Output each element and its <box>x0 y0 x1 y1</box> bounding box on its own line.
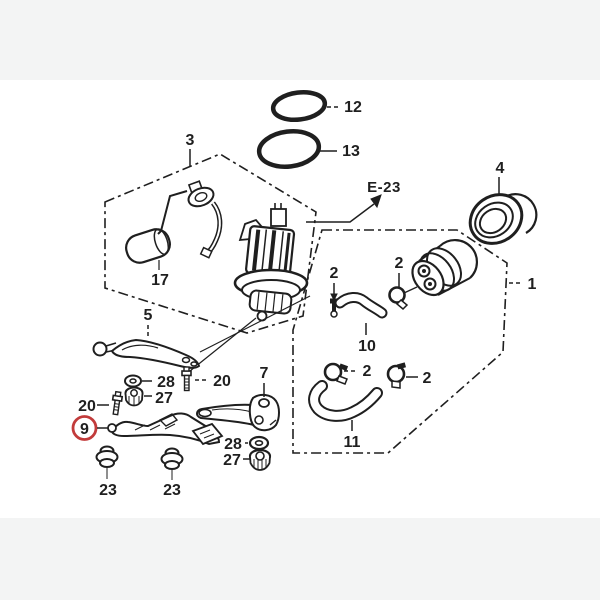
callout-20-left[interactable]: 20 <box>78 398 96 415</box>
assembly-outline-box <box>292 229 508 454</box>
callout-11[interactable]: 11 <box>344 434 361 451</box>
callout-23-right[interactable]: 23 <box>163 482 181 499</box>
callout-2-mid-right[interactable]: 2 <box>423 370 432 387</box>
bracket-9[interactable] <box>107 412 224 446</box>
diagram-canvas <box>0 80 600 518</box>
reference-e23[interactable]: E-23 <box>367 179 401 196</box>
callout-20-right[interactable]: 20 <box>213 373 231 390</box>
washer-28-upper <box>124 374 152 388</box>
callout-2-pin[interactable]: 2 <box>330 265 339 282</box>
callout-17[interactable]: 17 <box>151 272 169 289</box>
pump-connector <box>403 239 478 297</box>
callout-3[interactable]: 3 <box>186 132 195 149</box>
o-ring-13 <box>256 128 337 170</box>
callout-5[interactable]: 5 <box>144 307 153 324</box>
screw-pin <box>330 283 338 318</box>
callout-28-lower[interactable]: 28 <box>224 436 242 453</box>
callout-4[interactable]: 4 <box>496 160 505 177</box>
bolt-20-right <box>181 366 209 392</box>
bracket-5 <box>92 325 201 369</box>
hose-clamp-mid-left <box>323 362 357 385</box>
callout-13[interactable]: 13 <box>342 143 360 160</box>
callout-27-lower[interactable]: 27 <box>223 452 241 469</box>
grommet-23-right <box>160 447 184 480</box>
fuel-filter-17 <box>125 228 171 270</box>
hose-clamp-top <box>388 273 409 311</box>
grommet-23-left <box>95 445 119 479</box>
nut-27-lower <box>243 448 272 471</box>
pump-module-outline-box <box>104 153 317 334</box>
bolt-20-left <box>111 390 124 416</box>
callout-10[interactable]: 10 <box>358 338 376 355</box>
callout-2-mid-left[interactable]: 2 <box>363 363 372 380</box>
hose-11 <box>308 380 383 431</box>
float-arm <box>157 180 223 259</box>
callout-1[interactable]: 1 <box>528 276 537 293</box>
callout-2-top[interactable]: 2 <box>395 255 404 272</box>
hose-clamp-mid-right <box>386 362 418 389</box>
callout-27-upper[interactable]: 27 <box>155 390 173 407</box>
callout-28-upper[interactable]: 28 <box>157 374 175 391</box>
callout-12[interactable]: 12 <box>344 99 362 116</box>
callout-7[interactable]: 7 <box>260 365 269 382</box>
e23-reference-arrow <box>306 194 382 223</box>
callout-23-left[interactable]: 23 <box>99 482 117 499</box>
grommet-cap-4 <box>468 177 538 245</box>
nut-27-upper <box>124 386 152 407</box>
callout-9[interactable]: 9 <box>80 421 89 438</box>
fuel-pump-body <box>189 203 311 372</box>
bracket-7 <box>196 383 280 432</box>
o-ring-12 <box>270 89 341 123</box>
hose-10 <box>334 292 388 335</box>
